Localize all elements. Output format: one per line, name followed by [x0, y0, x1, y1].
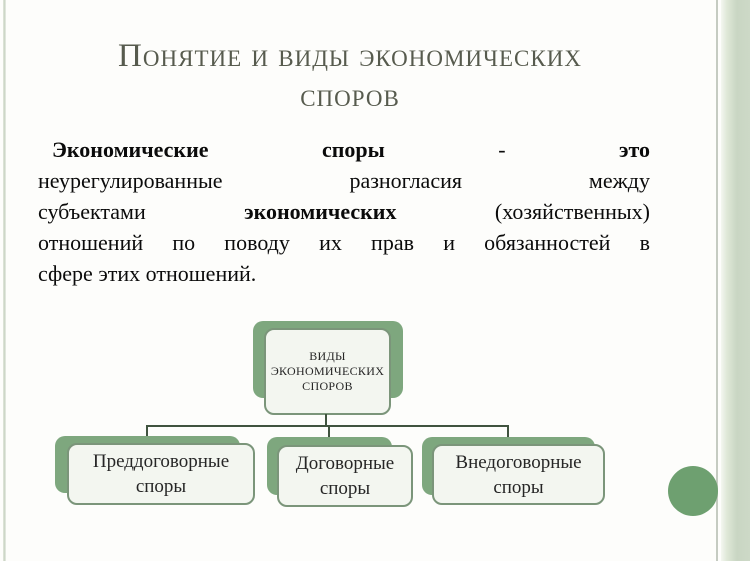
definition-segment: (хозяйственных) — [494, 199, 650, 224]
definition-line-1: Экономические споры - это — [38, 134, 650, 165]
connector-stub-right — [507, 426, 509, 438]
connector-stub-left — [146, 426, 148, 438]
diagram-child-node-2: Договорные споры — [267, 437, 413, 507]
connector-root-drop — [325, 414, 327, 426]
node-face: Преддоговорные споры — [67, 443, 255, 505]
child-node-label-line: споры — [319, 478, 371, 499]
definition-line-3: субъектами экономических (хозяйственных) — [38, 196, 650, 227]
root-node-label-line: ЭКОНОМИЧЕСКИХ — [270, 364, 385, 378]
right-edge-line — [716, 0, 718, 561]
child-node-label-line: Договорные — [295, 453, 395, 474]
root-node-label-line: ВИДЫ — [309, 349, 346, 363]
root-node-label-line: СПОРОВ — [302, 379, 353, 393]
definition-segment: это — [619, 137, 650, 162]
definition-segment: отношений по поводу их прав и обязанност… — [38, 230, 650, 255]
definition-segment: экономических — [244, 199, 397, 224]
definition-line-5: сфере этих отношений. — [38, 258, 650, 289]
definition-line-4: отношений по поводу их прав и обязанност… — [38, 227, 650, 258]
definition-segment: неурегулированные разногласия между — [38, 168, 650, 193]
connector-horizontal-bar — [146, 425, 509, 427]
child-node-label-line: споры — [135, 476, 187, 497]
connector-stub-middle — [328, 426, 330, 438]
diagram-root-node: ВИДЫ ЭКОНОМИЧЕСКИХ СПОРОВ — [253, 321, 403, 415]
definition-segment: субъектами — [38, 199, 146, 224]
definition-segment: сфере этих отношений. — [38, 261, 257, 286]
left-edge-line — [3, 0, 6, 561]
child-node-label-line: Преддоговорные — [92, 451, 230, 472]
slide-title: Понятие и виды экономических споров — [28, 36, 672, 116]
node-face: ВИДЫ ЭКОНОМИЧЕСКИХ СПОРОВ — [264, 328, 391, 415]
node-face: Договорные споры — [277, 445, 413, 507]
child-node-label-line: Внедоговорные — [455, 451, 582, 473]
slide-title-line-1: Понятие и виды экономических — [118, 38, 582, 74]
definition-segment: Экономические — [52, 137, 209, 162]
definition-segment: споры — [321, 137, 385, 162]
definition-line-2: неурегулированные разногласия между — [38, 165, 650, 196]
node-face: Внедоговорные споры — [432, 444, 605, 505]
slide-title-line-2: споров — [300, 78, 400, 114]
right-decorative-stripe — [721, 0, 750, 561]
diagram-child-node-1: Преддоговорные споры — [55, 436, 255, 505]
accent-circle — [668, 466, 718, 516]
diagram-child-node-3: Внедоговорные споры — [422, 437, 605, 505]
definition-paragraph: Экономические споры - это неурегулирован… — [38, 134, 650, 289]
definition-segment: - — [498, 137, 506, 162]
child-node-label-line: споры — [493, 476, 544, 498]
